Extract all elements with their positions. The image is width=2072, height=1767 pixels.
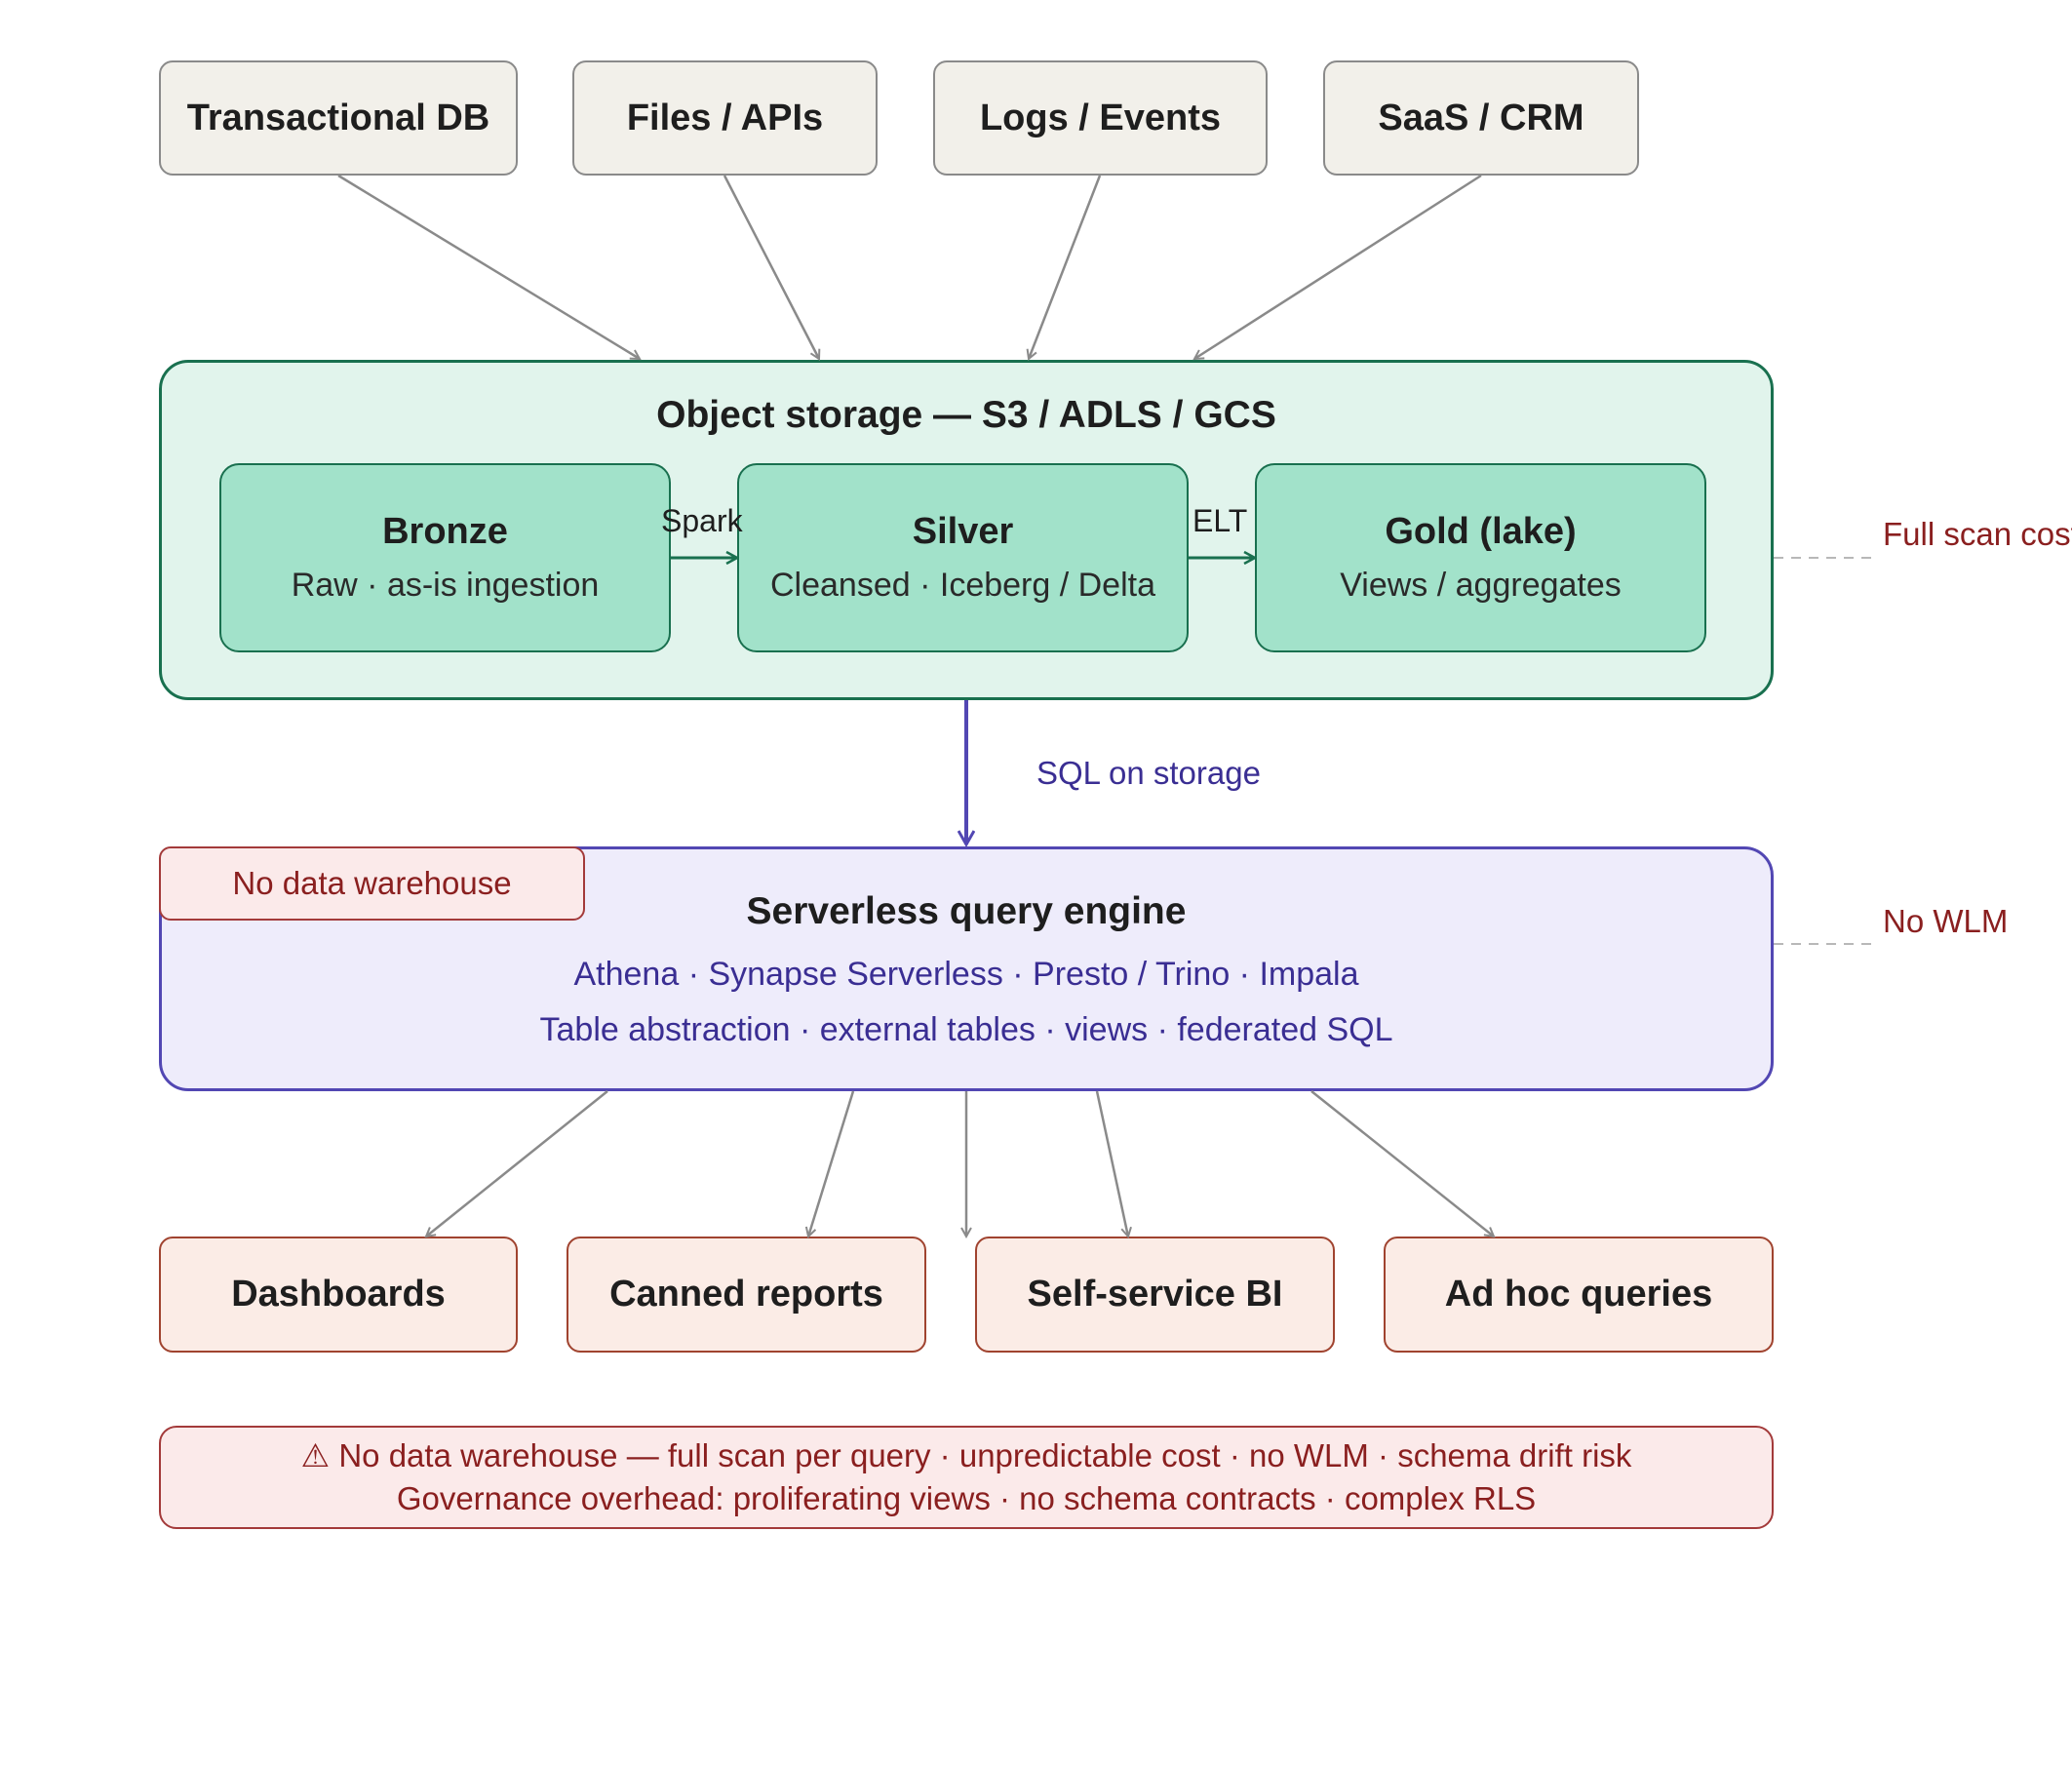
layer-title: Gold (lake) bbox=[1385, 511, 1577, 552]
output-self-service-bi: Self-service BI bbox=[975, 1237, 1335, 1353]
source-logs-events: Logs / Events bbox=[933, 60, 1268, 176]
object-storage-title: Object storage — S3 / ADLS / GCS bbox=[656, 394, 1276, 436]
source-label: SaaS / CRM bbox=[1378, 97, 1584, 138]
output-dashboards: Dashboards bbox=[159, 1237, 518, 1353]
layer-subtitle: Raw · as-is ingestion bbox=[291, 567, 600, 604]
output-label: Dashboards bbox=[231, 1274, 446, 1315]
layer-title: Bronze bbox=[382, 511, 508, 552]
layer-title: Silver bbox=[912, 511, 1014, 552]
output-canned-reports: Canned reports bbox=[567, 1237, 926, 1353]
layer-subtitle: Cleansed · Iceberg / Delta bbox=[770, 567, 1155, 604]
sql-on-storage-label: SQL on storage bbox=[1036, 755, 1261, 791]
output-label: Ad hoc queries bbox=[1444, 1274, 1713, 1315]
side-note-full-scan-cost: Full scan cost bbox=[1883, 516, 2072, 552]
output-ad-hoc-queries: Ad hoc queries bbox=[1384, 1237, 1774, 1353]
source-label: Logs / Events bbox=[979, 97, 1222, 138]
source-label: Transactional DB bbox=[186, 97, 490, 138]
output-label: Self-service BI bbox=[1027, 1274, 1283, 1315]
warning-line-2: Governance overhead: proliferating views… bbox=[396, 1480, 1537, 1516]
source-transactional-db: Transactional DB bbox=[159, 60, 518, 176]
engine-title: Serverless query engine bbox=[746, 889, 1187, 932]
side-note-no-wlm: No WLM bbox=[1883, 903, 2009, 939]
warning-line-1: ⚠ No data warehouse — full scan per quer… bbox=[300, 1437, 1632, 1473]
edge-label-spark: Spark bbox=[661, 503, 743, 538]
layer-subtitle: Views / aggregates bbox=[1340, 567, 1622, 604]
source-saas-crm: SaaS / CRM bbox=[1323, 60, 1639, 176]
source-files-apis: Files / APIs bbox=[572, 60, 878, 176]
warning-banner: ⚠ No data warehouse — full scan per quer… bbox=[159, 1426, 1774, 1529]
engine-line-2: Table abstraction · external tables · vi… bbox=[539, 1010, 1393, 1048]
output-label: Canned reports bbox=[609, 1274, 883, 1315]
source-label: Files / APIs bbox=[626, 97, 824, 138]
no-data-warehouse-badge: No data warehouse bbox=[159, 846, 585, 921]
edge-label-elt: ELT bbox=[1192, 503, 1248, 538]
engine-line-1: Athena · Synapse Serverless · Presto / T… bbox=[573, 955, 1359, 993]
layer-silver: Silver Cleansed · Iceberg / Delta bbox=[737, 463, 1189, 652]
layer-bronze: Bronze Raw · as-is ingestion bbox=[219, 463, 671, 652]
layer-gold: Gold (lake) Views / aggregates bbox=[1255, 463, 1706, 652]
